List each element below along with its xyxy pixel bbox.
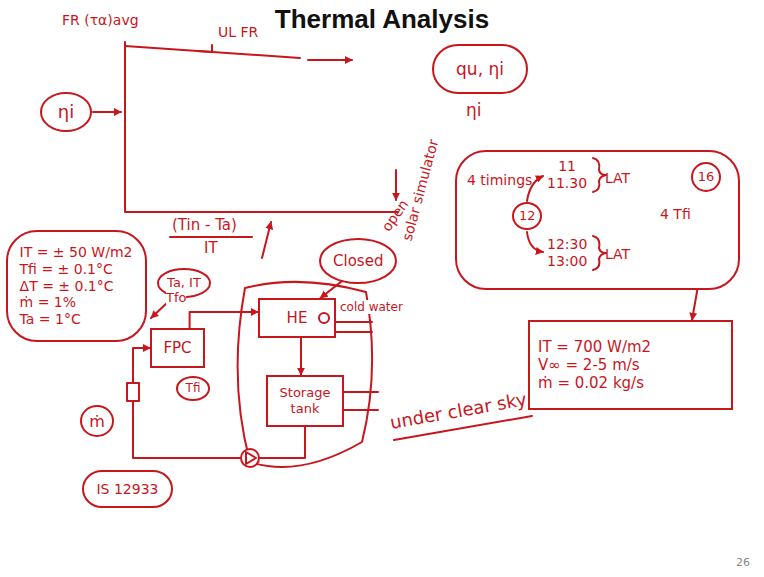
graph-axes: [125, 42, 398, 212]
count-circle: 16: [691, 162, 721, 192]
flow-arrow: [190, 312, 258, 328]
flow-arrow: [692, 290, 697, 320]
standard-note: IS 12933: [82, 470, 173, 508]
node-text: 12: [519, 208, 536, 224]
node-text: V∞ = 2-5 m/s: [538, 356, 640, 374]
node-text: 4 Tfi: [660, 206, 691, 223]
efficiency-line: [125, 46, 300, 58]
node-text: LAT: [605, 170, 630, 187]
heat-exchanger-box: HE: [258, 298, 336, 338]
efficiency-circle: ηi: [40, 92, 92, 132]
timings-note: 4 timings11 11.30LAT12:30 13:00LAT4 Tfi1…: [455, 150, 740, 290]
node-outline: [455, 150, 740, 290]
mode-circle: Closed: [319, 238, 397, 284]
pointer-arrow: [262, 222, 271, 258]
node-text: IS 12933: [96, 481, 158, 498]
node-text: Storage tank: [280, 385, 331, 416]
pointer-arrow: [395, 170, 397, 200]
node-text: Ta, IT: [167, 275, 201, 291]
signal-name: Tfo: [166, 290, 186, 306]
node-text: HE: [287, 309, 308, 327]
node-text: IT = ± 50 W/m2: [20, 244, 133, 261]
accuracy-note: IT = ± 50 W/m2Tfi = ± 0.1°CΔT = ± 0.1°Cṁ…: [6, 230, 147, 342]
flow-arrow: [300, 338, 302, 375]
storage-tank-box: Storage tank: [266, 375, 344, 427]
flow-arrow: [133, 348, 305, 458]
note-text: solar simulator: [399, 137, 442, 242]
node-text: LAT: [605, 246, 630, 263]
pipe-label: cold water: [340, 300, 403, 314]
node-text: Tfi = ± 0.1°C: [20, 261, 113, 278]
node-text: Tfi: [186, 381, 201, 395]
node-text: ṁ = 1%: [20, 294, 76, 311]
node-text: 12:30 13:00: [547, 236, 587, 270]
node-text: 11 11.30: [547, 158, 587, 192]
brace: [593, 158, 606, 192]
axis-label: FR (τα)avg: [62, 12, 139, 29]
axis-label: (Tin - Ta): [172, 216, 237, 234]
collector-box: FPC: [150, 328, 205, 368]
axis-label: IT: [204, 239, 218, 257]
pump-symbol: [241, 449, 259, 467]
coil-symbol: [319, 313, 329, 323]
note-text: under clear sky: [388, 388, 528, 433]
fraction-bar: [170, 236, 252, 238]
node-text: IT = 700 W/m2: [538, 338, 651, 356]
note-text: ηi: [466, 100, 482, 120]
pointer-arrow: [527, 232, 543, 252]
node-text: 16: [698, 169, 715, 185]
brace: [593, 236, 606, 270]
slope-mark: [198, 45, 212, 52]
flow-meter-symbol: [127, 383, 139, 401]
node-text: Ta = 1°C: [20, 311, 81, 328]
pointer-arrow: [93, 111, 121, 113]
slope-label: UL FR: [218, 24, 258, 41]
node-text: Closed: [333, 252, 383, 270]
count-circle: 12: [512, 202, 542, 230]
test-conditions-box: IT = 700 W/m2V∞ = 2-5 m/sṁ = 0.02 kg/s: [528, 320, 733, 410]
page-number: 26: [736, 556, 750, 569]
pump-symbol: [246, 452, 256, 464]
node-text: 4 timings: [467, 172, 532, 189]
node-text: ṁ = 0.02 kg/s: [538, 374, 644, 392]
pointer-arrow: [308, 59, 352, 61]
node-text: qu, ηi: [456, 59, 504, 79]
cold-water-pipes: [336, 322, 372, 332]
node-text: FPC: [163, 339, 191, 357]
inlet-temp-circle: Tfi: [176, 376, 210, 401]
node-text: ηi: [58, 101, 74, 123]
node-text: ΔT = ± 0.1°C: [20, 278, 114, 295]
result-bubble: qu, ηi: [432, 44, 528, 94]
tank-pipes: [344, 392, 378, 410]
node-text: ṁ: [89, 412, 105, 431]
flow-rate-circle: ṁ: [80, 405, 114, 437]
